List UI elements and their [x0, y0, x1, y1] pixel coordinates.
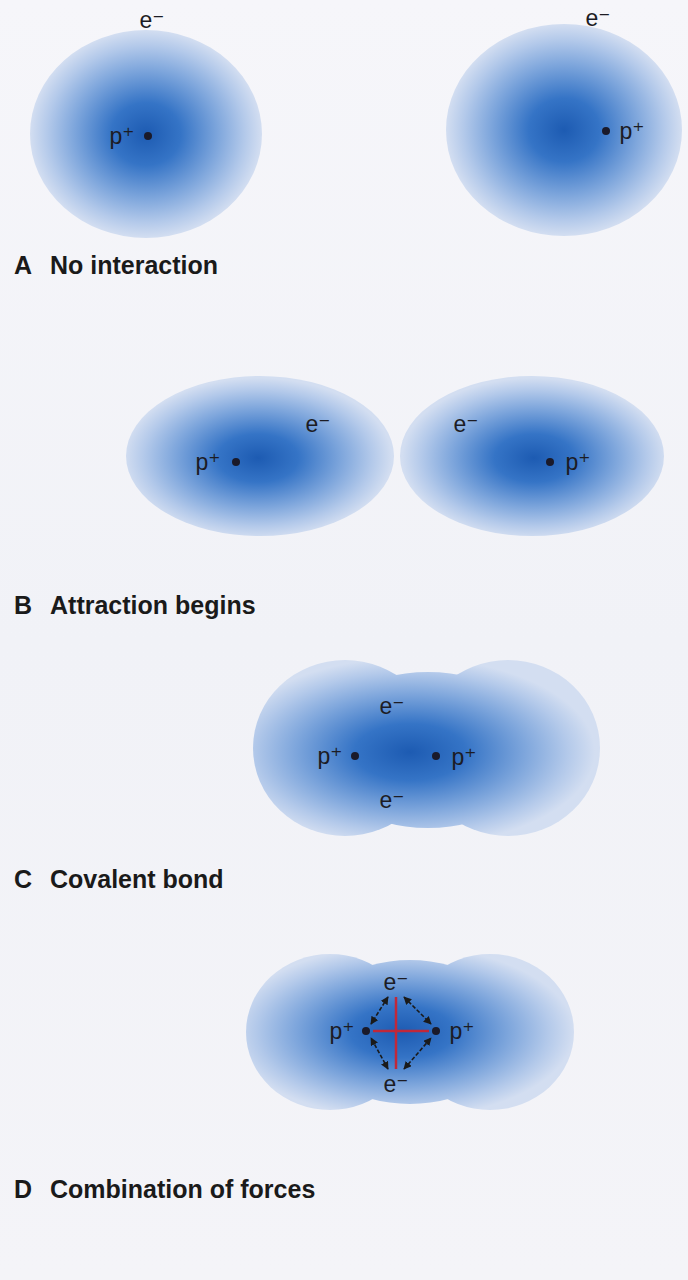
- proton-dot: [144, 132, 152, 140]
- electron-label: e⁻: [140, 9, 165, 32]
- attraction-arrow: [371, 1038, 388, 1069]
- proton-dot: [232, 458, 240, 466]
- electron-label: e⁻: [586, 7, 611, 30]
- molecule-cloud-shape: [244, 948, 576, 1118]
- proton-dot: [602, 127, 610, 135]
- electron-cloud: [305, 960, 515, 1104]
- panel-caption: Combination of forces: [50, 1176, 315, 1204]
- molecule-cloud-shape: [250, 652, 606, 842]
- atom-cloud: e⁻ p⁺: [398, 372, 670, 540]
- electron-cloud: [400, 376, 664, 536]
- proton-dot: [432, 752, 440, 760]
- proton-dot: [546, 458, 554, 466]
- molecule-cloud: e⁻ p⁺ p⁺ e⁻: [244, 948, 576, 1118]
- proton-label: p⁺: [620, 120, 645, 143]
- atom-cloud-shape: [24, 6, 268, 242]
- proton-label: p⁺: [110, 125, 135, 148]
- atom-cloud: e⁻ p⁺: [122, 372, 398, 540]
- electron-label: e⁻: [454, 413, 479, 436]
- proton-dot: [351, 752, 359, 760]
- proton-dot: [432, 1027, 440, 1035]
- proton-label: p⁺: [566, 451, 591, 474]
- electron-cloud: [126, 376, 394, 536]
- attraction-arrow: [404, 1038, 431, 1069]
- electron-label: e⁻: [380, 695, 405, 718]
- proton-dot: [362, 1027, 370, 1035]
- repulsion-line: [373, 1030, 429, 1033]
- attraction-arrow: [404, 997, 431, 1024]
- atom-cloud-shape: [122, 372, 398, 540]
- panel-caption: No interaction: [50, 252, 218, 280]
- panel-letter: B: [14, 592, 32, 620]
- proton-label: p⁺: [318, 745, 343, 768]
- atom-cloud: e⁻ p⁺: [24, 6, 268, 242]
- electron-label: e⁻: [306, 413, 331, 436]
- proton-label: p⁺: [196, 451, 221, 474]
- atom-cloud-shape: [440, 4, 686, 240]
- panel-letter: C: [14, 866, 32, 894]
- electron-label: e⁻: [384, 971, 409, 994]
- panel-caption: Attraction begins: [50, 592, 256, 620]
- panel-caption: Covalent bond: [50, 866, 224, 894]
- electron-cloud: [313, 672, 543, 828]
- proton-label: p⁺: [450, 1020, 475, 1043]
- panel-letter: A: [14, 252, 32, 280]
- panel-letter: D: [14, 1176, 32, 1204]
- electron-cloud: [30, 30, 262, 238]
- atom-cloud: e⁻ p⁺: [440, 4, 686, 240]
- proton-label: p⁺: [330, 1020, 355, 1043]
- atom-cloud-shape: [398, 372, 670, 540]
- repulsion-line: [395, 997, 398, 1069]
- electron-label: e⁻: [384, 1073, 409, 1096]
- attraction-arrow: [371, 997, 388, 1024]
- molecule-cloud: e⁻ p⁺ p⁺ e⁻: [250, 652, 606, 842]
- electron-cloud: [446, 24, 682, 236]
- electron-label: e⁻: [380, 789, 405, 812]
- proton-label: p⁺: [452, 746, 477, 769]
